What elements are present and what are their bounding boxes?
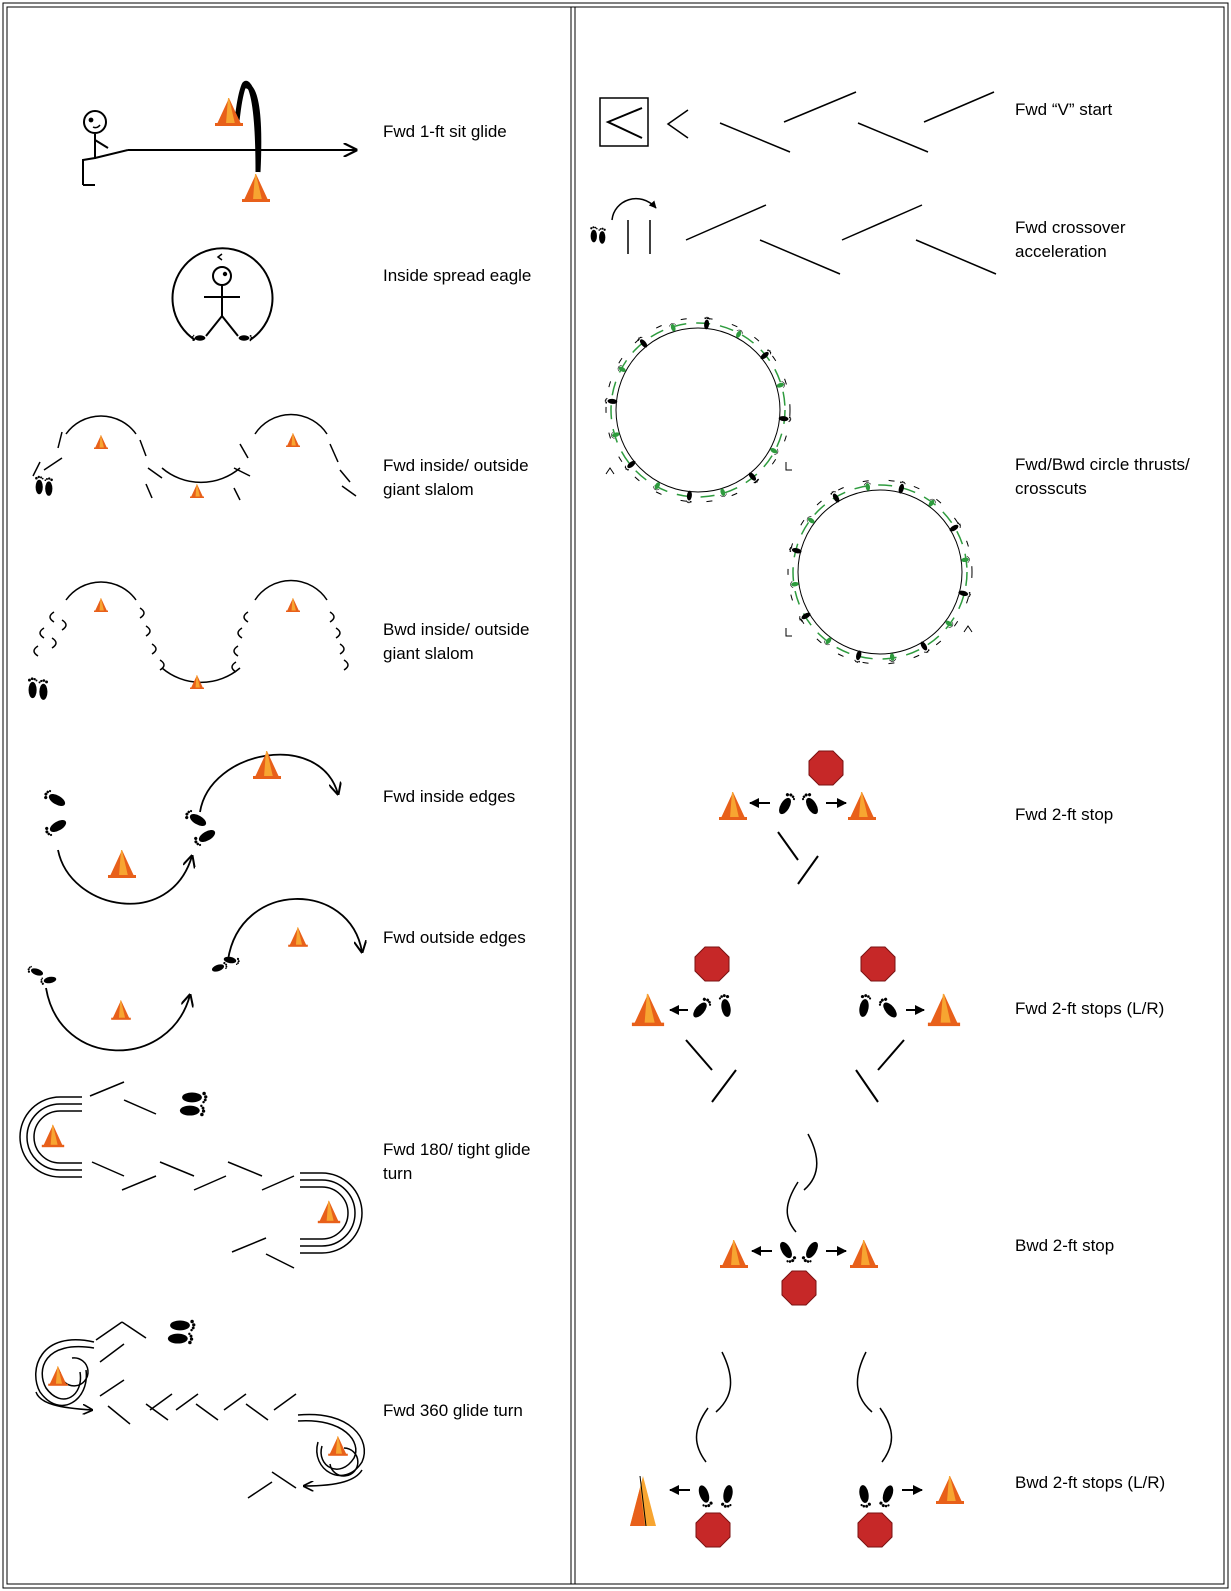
drill-label: Fwd inside edges bbox=[383, 787, 516, 806]
bwd-slalom-diagram bbox=[33, 579, 349, 684]
footprints-icon bbox=[590, 226, 606, 244]
cone-icon bbox=[48, 1366, 68, 1386]
footprint-icon bbox=[857, 1484, 872, 1509]
drill-label: Fwd outside edges bbox=[383, 928, 526, 947]
footprint-icon bbox=[800, 791, 821, 817]
fwd-outside-edges-diagram bbox=[45, 898, 362, 1052]
footprint-icon bbox=[829, 489, 842, 504]
footprint-icon bbox=[42, 788, 68, 809]
cone-icon bbox=[286, 598, 300, 612]
drill-label: Fwd 2-ft stop bbox=[1015, 805, 1114, 824]
bwd-2ft-stops-lr-diagram bbox=[669, 1351, 923, 1495]
footprint-icon bbox=[623, 458, 638, 472]
cone-icon bbox=[936, 1476, 964, 1504]
sit-glide-diagram bbox=[82, 80, 356, 186]
cone-icon bbox=[850, 1240, 878, 1268]
bwd-2ft-stop-diagram bbox=[751, 1133, 847, 1256]
glide-turn-360-diagram bbox=[35, 1321, 366, 1499]
drill-label: Fwd 2-ft stops (L/R) bbox=[1015, 999, 1165, 1018]
crossover-acceleration-diagram bbox=[611, 197, 997, 275]
drill-label: Bwd 2-ft stops (L/R) bbox=[1015, 1473, 1166, 1492]
circle-thrusts-diagram bbox=[605, 317, 973, 665]
drill-label: Fwd “V” start bbox=[1015, 100, 1113, 119]
v-start-diagram bbox=[599, 91, 995, 153]
cone-icon bbox=[242, 174, 270, 202]
footprint-icon bbox=[39, 975, 57, 986]
cone-icon bbox=[288, 927, 308, 947]
stop-sign-icon bbox=[694, 946, 730, 982]
fwd-2ft-stop-diagram bbox=[749, 798, 847, 885]
stop-sign-icon bbox=[860, 946, 896, 982]
stop-sign-icon bbox=[695, 1512, 731, 1548]
footprint-icon bbox=[695, 1483, 714, 1510]
footprint-icon bbox=[918, 640, 931, 655]
cone-icon bbox=[720, 1240, 748, 1268]
fwd-slalom-diagram bbox=[32, 413, 357, 501]
footprint-icon bbox=[26, 965, 45, 978]
drill-label: Fwd inside/ outside giant slalom bbox=[383, 456, 529, 499]
drill-label: Fwd 180/ tight glide turn bbox=[383, 1140, 531, 1183]
fwd-inside-edges-diagram bbox=[57, 753, 338, 905]
stop-sign-icon bbox=[857, 1512, 893, 1548]
footprint-icon bbox=[776, 791, 797, 817]
cone-icon bbox=[94, 435, 108, 449]
circle-footprints bbox=[604, 316, 792, 504]
cone-icon bbox=[286, 433, 300, 447]
footprint-icon bbox=[800, 1239, 822, 1265]
drill-label: Fwd crossover acceleration bbox=[1015, 218, 1126, 261]
footprint-icon bbox=[948, 521, 963, 534]
glide-turn-180-diagram bbox=[19, 1081, 363, 1269]
drill-label: Fwd 360 glide turn bbox=[383, 1401, 523, 1420]
footprint-icon bbox=[210, 961, 229, 974]
stop-sign-icon bbox=[781, 1270, 817, 1306]
footprint-icon bbox=[192, 827, 218, 848]
cone-icon bbox=[317, 1200, 341, 1224]
circle-footprints bbox=[788, 480, 972, 664]
footprint-icon bbox=[822, 635, 834, 647]
stop-sign-icon bbox=[808, 750, 844, 786]
footprint-icon bbox=[238, 334, 253, 342]
footprint-icon bbox=[789, 580, 800, 589]
spread-eagle-diagram bbox=[171, 247, 274, 341]
cone-icon bbox=[111, 1000, 131, 1020]
footprint-icon bbox=[876, 995, 900, 1021]
cone-icon bbox=[631, 993, 665, 1027]
drill-label: Inside spread eagle bbox=[383, 266, 532, 285]
drill-label: Fwd/Bwd circle thrusts/ crosscuts bbox=[1015, 455, 1190, 498]
footprint-icon bbox=[746, 470, 760, 485]
fwd-2ft-stops-lr-diagram bbox=[669, 1005, 925, 1103]
stick-figure-icon bbox=[82, 110, 129, 186]
cone-icon bbox=[848, 792, 876, 820]
footprint-icon bbox=[718, 993, 733, 1018]
drill-label: Bwd 2-ft stop bbox=[1015, 1236, 1115, 1255]
cone-icon bbox=[927, 993, 961, 1027]
footprint-icon bbox=[857, 993, 872, 1018]
cone-icon bbox=[719, 792, 747, 820]
drill-label: Bwd inside/ outside giant slalom bbox=[383, 620, 530, 663]
footprint-icon bbox=[604, 397, 618, 405]
footprints-icon bbox=[180, 1092, 208, 1116]
footprint-icon bbox=[720, 1484, 735, 1509]
footprint-icon bbox=[758, 348, 773, 362]
cone-icon bbox=[94, 598, 108, 612]
cone-icon bbox=[630, 1475, 656, 1527]
footprint-icon bbox=[183, 808, 209, 829]
footprint-icon bbox=[797, 610, 812, 623]
cone-icon bbox=[108, 850, 136, 878]
footprints-icon bbox=[168, 1320, 196, 1344]
cone-icon bbox=[328, 1436, 348, 1456]
footprints-icon bbox=[28, 677, 48, 700]
cone-icon bbox=[190, 484, 204, 498]
footprint-icon bbox=[690, 995, 714, 1021]
footprints-icon bbox=[35, 476, 53, 496]
footprint-icon bbox=[878, 1483, 897, 1510]
footprint-icon bbox=[43, 817, 69, 838]
drill-label: Fwd 1-ft sit glide bbox=[383, 122, 507, 141]
cone-icon bbox=[41, 1124, 65, 1148]
footprint-icon bbox=[776, 1239, 798, 1265]
